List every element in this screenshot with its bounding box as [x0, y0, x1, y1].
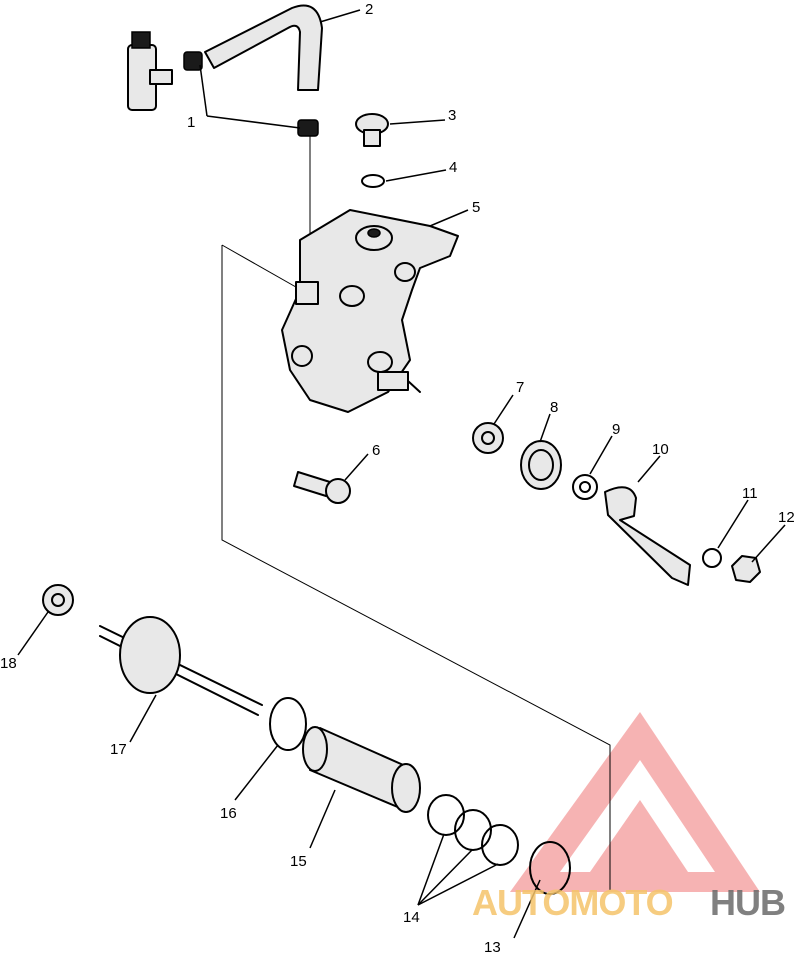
callout-15: 15 — [290, 853, 307, 870]
gear-shaft-part-17 — [99, 616, 263, 716]
logo-triangle-core — [590, 800, 688, 872]
shims-part-14 — [427, 794, 519, 866]
nut-part-12 — [731, 555, 761, 583]
callout-8: 8 — [550, 399, 558, 416]
washer-part-9 — [572, 474, 598, 500]
watermark-text-part2: HUB — [710, 882, 785, 923]
callout-17: 17 — [110, 741, 127, 758]
callout-7: 7 — [516, 379, 524, 396]
callout-12: 12 — [778, 509, 795, 526]
callout-13: 13 — [484, 939, 501, 956]
hose-part-2 — [204, 4, 323, 91]
watermark-text: AUTOMOTO HUB — [472, 882, 786, 923]
callout-16: 16 — [220, 805, 237, 822]
oil-pump-body-part-5 — [281, 209, 459, 413]
o-ring-part-16 — [269, 697, 307, 751]
callout-4: 4 — [449, 159, 457, 176]
callout-labels: 1 2 3 4 5 6 7 8 9 10 11 12 13 14 15 16 1… — [0, 1, 795, 956]
leader-lines — [17, 9, 786, 939]
screw-part-6 — [293, 471, 351, 504]
watermark-logo — [510, 712, 760, 892]
callout-11: 11 — [742, 485, 758, 502]
callout-5: 5 — [472, 199, 480, 216]
washer-part-18 — [42, 584, 74, 616]
spring-part-8 — [520, 440, 562, 490]
callout-1: 1 — [187, 114, 195, 131]
washer-part-11 — [702, 548, 722, 568]
callout-3: 3 — [448, 107, 456, 124]
watermark-text-part1: AUTOMOTO — [472, 882, 673, 923]
callout-10: 10 — [652, 441, 669, 458]
callout-18: 18 — [0, 655, 17, 672]
bolt-part-3 — [355, 113, 389, 147]
callout-2: 2 — [365, 1, 373, 18]
o-ring-part-13 — [529, 841, 571, 895]
callout-9: 9 — [612, 421, 620, 438]
callout-14: 14 — [403, 909, 420, 926]
collar-part-7 — [472, 422, 504, 454]
lever-part-10 — [604, 486, 691, 586]
sleeve-part-15 — [302, 726, 421, 813]
callout-6: 6 — [372, 442, 380, 459]
fitting-part-1 — [127, 31, 319, 137]
washer-part-4 — [361, 174, 385, 188]
